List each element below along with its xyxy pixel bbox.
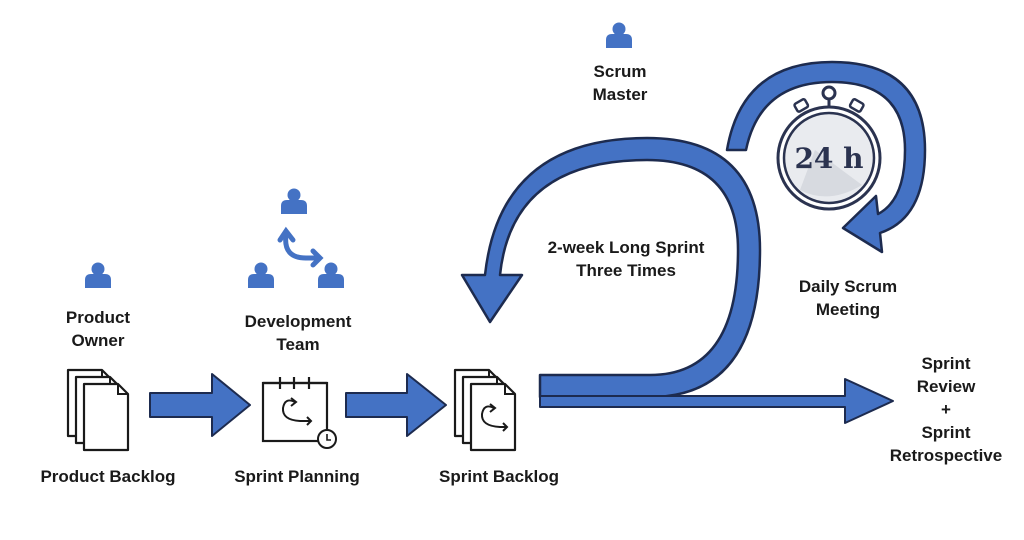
document-stack-icon xyxy=(66,368,130,452)
arrow-backlog-to-planning xyxy=(149,373,251,437)
person-icon xyxy=(606,22,632,48)
product-backlog-label: Product Backlog xyxy=(40,467,176,486)
person-icon xyxy=(281,188,307,214)
person-icon xyxy=(318,262,344,288)
cycle-arrows-icon xyxy=(277,226,324,268)
document-stack-icon xyxy=(453,368,517,452)
scrum-master-label: Scrum Master xyxy=(592,62,648,104)
product-owner-label: Product Owner xyxy=(65,308,131,350)
calendar-cycle-icon xyxy=(261,377,337,449)
daily-scrum-label: Daily Scrum Meeting xyxy=(798,277,898,319)
sprint-loop-label: 2-week Long Sprint Three Times xyxy=(547,238,705,280)
sprint-backlog-label: Sprint Backlog xyxy=(439,467,559,486)
sprint-planning-label: Sprint Planning xyxy=(234,467,360,486)
timer-label: 24 h xyxy=(794,142,863,175)
stopwatch-icon xyxy=(776,85,882,211)
person-icon xyxy=(85,262,111,288)
sprint-loop-arrow xyxy=(460,136,894,424)
arrow-planning-to-sprint-backlog xyxy=(345,373,447,437)
development-team-label: Development Team xyxy=(244,312,352,354)
person-icon xyxy=(248,262,274,288)
daily-scrum-loop-arrow xyxy=(725,60,927,254)
sprint-review-retrospective-label: Sprint Review + Sprint Retrospective xyxy=(889,354,1003,465)
